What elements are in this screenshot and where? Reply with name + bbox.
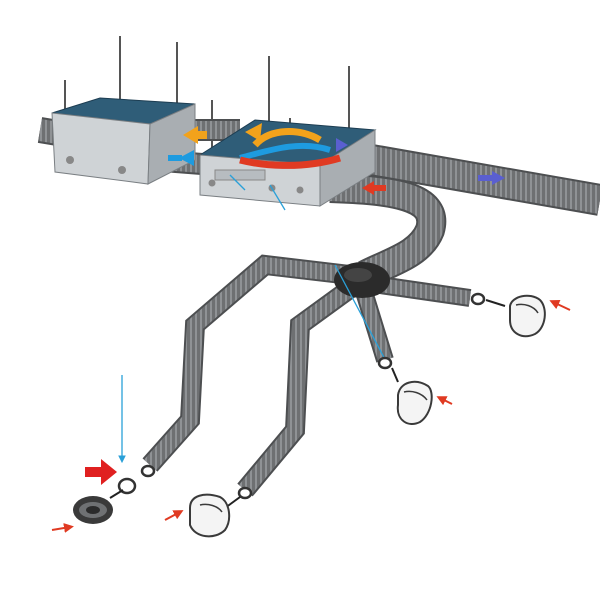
round-terminal-5 [73, 489, 124, 524]
branch-ducts [142, 254, 472, 497]
callout-lines [118, 174, 389, 464]
extract-out-arrow-icon [336, 138, 348, 152]
wall-terminal-3 [391, 367, 433, 425]
airflow-arrows [168, 123, 505, 195]
callout-pointer [85, 459, 117, 485]
exhaust-arrow-icon [362, 181, 374, 195]
warm-arrow-icon [183, 126, 198, 144]
supply-arrow-icon [179, 150, 194, 166]
trunk-arrow-icon [492, 171, 505, 185]
arrow-right-bold-icon [85, 459, 117, 485]
wall-terminal-2 [485, 294, 546, 338]
downflow-duct [329, 173, 447, 289]
warm-arrow-head [245, 123, 262, 141]
filter-box [51, 97, 196, 185]
collar-fittings [117, 292, 486, 500]
floor-terminal-4 [189, 493, 241, 538]
terminal-airflow-arrows [51, 300, 571, 533]
